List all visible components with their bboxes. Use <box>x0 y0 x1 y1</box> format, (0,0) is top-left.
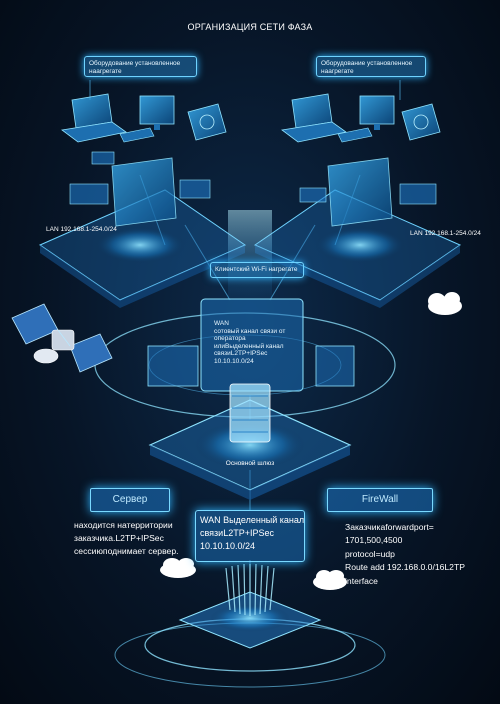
left-widget-panel <box>147 345 199 387</box>
right-terminal-icon <box>299 157 437 227</box>
left-server-box-icon <box>187 103 227 141</box>
center-wan-text: WAN сотовый канал связи от оператора или… <box>214 320 286 365</box>
left-laptop-icon <box>61 93 127 143</box>
left-lan-label: LAN 192.168.1-254.0/24 <box>46 226 117 233</box>
server-tag: Сервер <box>90 488 170 512</box>
server-tower-icon <box>229 383 271 443</box>
cloud-icon-left-bottom <box>160 558 196 578</box>
bottom-base <box>114 591 386 688</box>
satellite-icon <box>11 303 113 373</box>
left-monitor-icon <box>139 95 175 130</box>
central-light-beam <box>228 210 272 300</box>
wan-channel-panel <box>195 510 305 562</box>
right-widget-panel <box>315 345 355 387</box>
right-platform <box>253 189 462 308</box>
left-terminal-icon <box>69 151 211 227</box>
wifi-label: Клиентский Wi-Fi нагрегате <box>210 262 304 278</box>
cloud-icon-right-bottom <box>313 570 347 590</box>
cloud-icon-right-top <box>428 292 462 315</box>
right-keyboard-icon <box>337 127 373 143</box>
right-monitor-icon <box>359 95 395 130</box>
firewall-description: Заказчикаforwardport= 1701,500,4500 prot… <box>345 522 465 586</box>
right-server-box-icon <box>401 103 441 141</box>
right-lan-label: LAN 192.168.1-254.0/24 <box>410 230 481 237</box>
data-waterfall-icon <box>225 563 275 616</box>
gateway-base <box>148 399 352 500</box>
left-equipment-label: Оборудование установленное наагрегате <box>84 56 197 77</box>
gateway-label: Основной шлюз <box>225 460 275 467</box>
page-title: ОРГАНИЗАЦИЯ СЕТИ ФАЗА <box>187 22 313 32</box>
right-equipment-label: Оборудование установленное наагрегате <box>316 56 426 77</box>
server-description: находится натерритории заказчика.L2TP+IP… <box>74 520 179 556</box>
wan-channel-text: WAN Выделенный канал связиL2TP+IPSec 10.… <box>200 515 305 551</box>
left-keyboard-icon <box>119 127 155 143</box>
firewall-tag: FireWall <box>327 488 433 512</box>
left-platform <box>38 189 247 308</box>
right-laptop-icon <box>281 93 347 143</box>
